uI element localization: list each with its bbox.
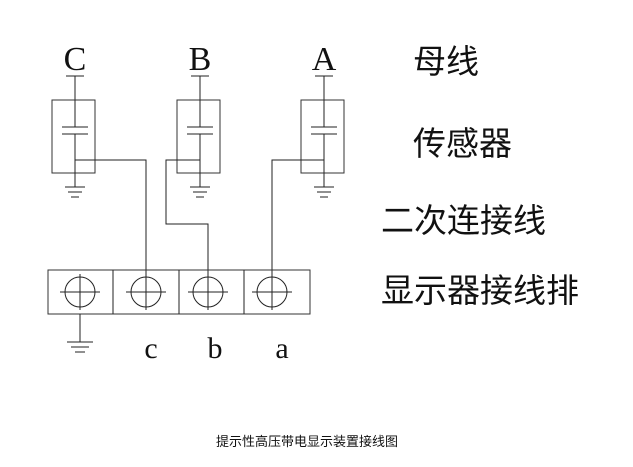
sensor-a <box>300 75 345 198</box>
secondary-wiring <box>75 159 324 291</box>
ground-symbol <box>67 314 93 353</box>
sensor-c <box>51 75 96 198</box>
terminal-c <box>126 274 166 310</box>
busbar-label: 母线 <box>413 42 479 81</box>
terminal-label-a: a <box>275 332 288 365</box>
sensor-b <box>176 75 221 198</box>
terminal-label-b: b <box>208 332 223 365</box>
terminal-label-c: c <box>144 332 157 365</box>
phase-label-c: C <box>64 41 87 78</box>
diagram-caption: 提示性高压带电显示装置接线图 <box>216 434 398 450</box>
terminal-a <box>252 274 292 310</box>
terminal-ground <box>60 274 100 310</box>
secondary-wiring-label: 二次连接线 <box>381 201 546 240</box>
phase-label-a: A <box>312 41 337 78</box>
sensor-label: 传感器 <box>413 124 512 163</box>
display-terminal-row-label: 显示器接线排 <box>381 271 579 310</box>
display-terminal-row <box>47 269 311 315</box>
terminal-b <box>188 274 228 310</box>
phase-label-b: B <box>189 41 212 78</box>
